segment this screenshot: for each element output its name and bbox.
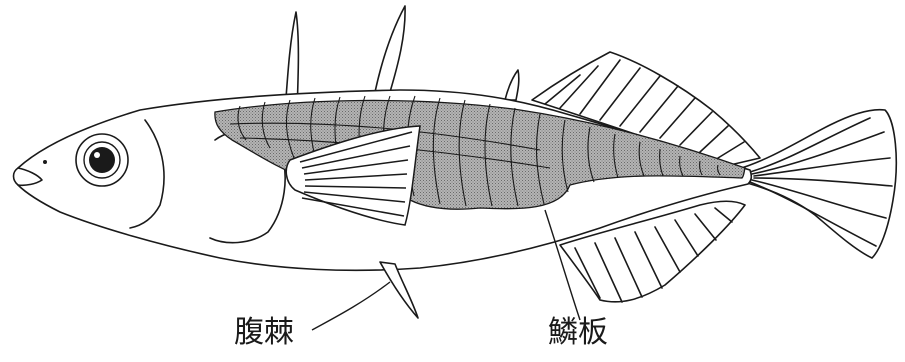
pelvic-spine-label: 腹棘 [234,318,294,348]
pelvic-spine [380,262,418,318]
caudal-fin [735,110,896,258]
leader-line-pelvic-spine [312,282,390,330]
eye-icon [76,134,128,186]
lateral-plates-label: 鱗板 [548,318,608,348]
dorsal-spine-2 [375,6,405,92]
dorsal-spine-3 [505,70,519,100]
